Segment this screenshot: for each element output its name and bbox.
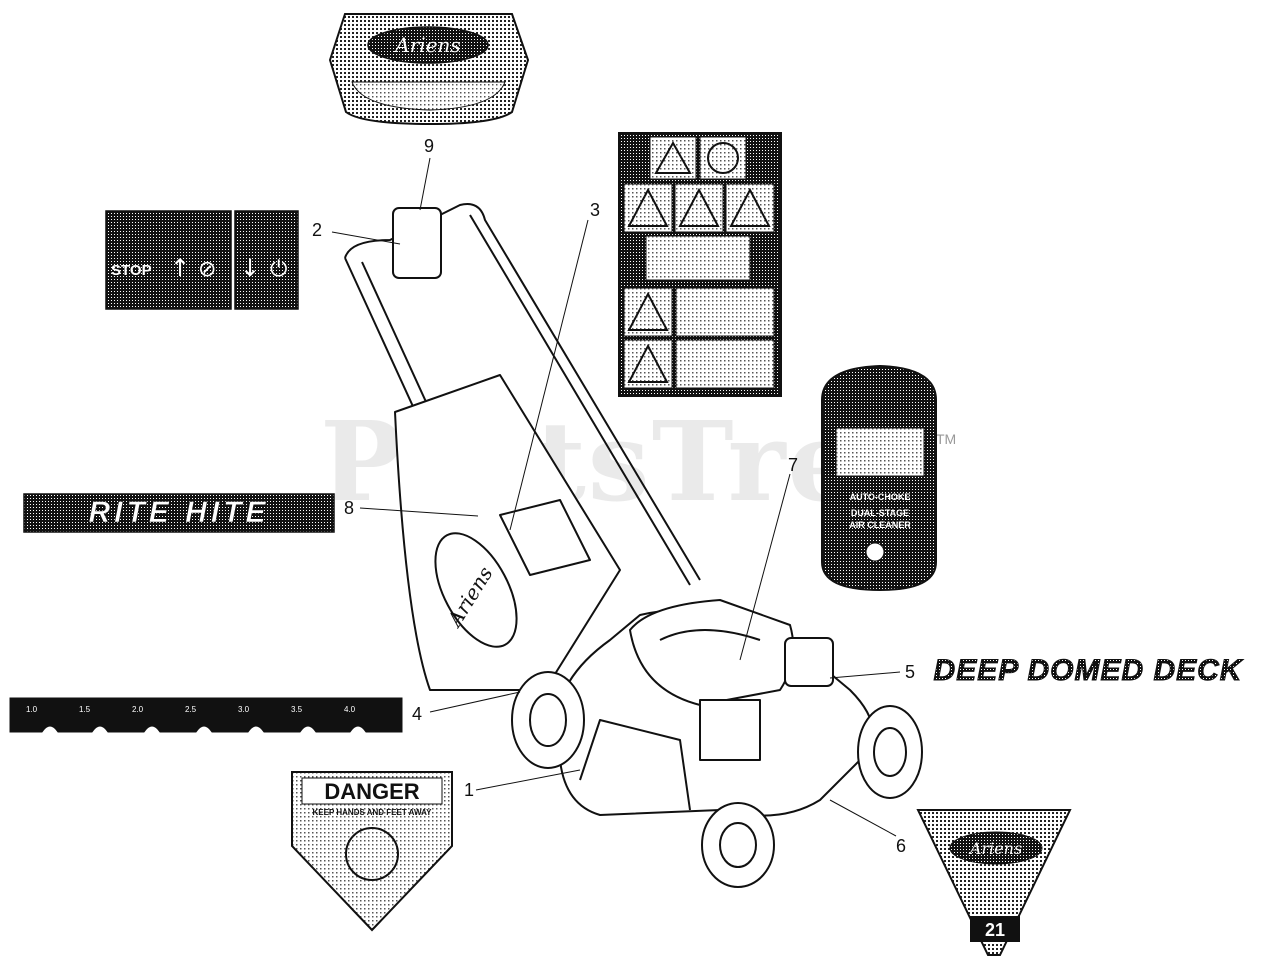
callout-6: 6 — [896, 836, 906, 856]
gear-icon — [865, 542, 885, 562]
callout-1: 1 — [464, 780, 474, 800]
badge-brand-text: Ariens — [968, 839, 1022, 858]
stop-label: STOP — [111, 262, 152, 279]
arrow-up-icon: ↑ — [170, 254, 190, 282]
engine-line1: AUTO-CHOKE — [850, 492, 911, 502]
callout-9: 9 — [424, 136, 434, 156]
bystander-icon — [627, 291, 669, 331]
callout-2: 2 — [312, 220, 322, 240]
engine-line2: DUAL-STAGE — [851, 508, 909, 518]
decal-danger[interactable]: DANGER KEEP HANDS AND FEET AWAY — [291, 771, 453, 932]
thrown-object-icon — [729, 187, 771, 227]
decal-rite-hite[interactable]: RITE HITE — [23, 493, 335, 533]
callout-8: 8 — [344, 498, 354, 518]
danger-title: DANGER — [324, 779, 419, 804]
hand-hazard-icon — [627, 187, 669, 227]
danger-subtitle: KEEP HANDS AND FEET AWAY — [313, 808, 433, 817]
arrow-down-icon: ↓ — [240, 254, 260, 282]
height-scale-label: 1.5 — [79, 705, 91, 714]
height-scale-label: 2.5 — [185, 705, 197, 714]
height-scale-label: 2.0 — [132, 705, 144, 714]
control-box — [392, 207, 442, 279]
logo-brand-text: Ariens — [393, 33, 460, 57]
foot-hazard-icon — [678, 187, 720, 227]
warning-triangle-icon — [654, 140, 692, 174]
badge-size-text: 21 — [985, 920, 1005, 940]
hand-hazard-icon — [345, 827, 399, 881]
height-scale-label: 1.0 — [26, 705, 38, 714]
height-scale-labels: 1.0 1.5 2.0 2.5 3.0 3.5 4.0 — [26, 705, 356, 714]
callout-7: 7 — [788, 455, 798, 475]
decal-deep-domed-deck[interactable]: DEEP DOMED DECK — [933, 654, 1244, 688]
watermark-trademark: TM — [936, 431, 956, 447]
engine-on-icon: ⏻ — [270, 257, 287, 282]
height-scale-label: 3.0 — [238, 705, 250, 714]
engine-off-icon: ⊘ — [198, 257, 216, 282]
gas-pump-icon — [707, 142, 739, 174]
callout-5: 5 — [905, 662, 915, 682]
decal-engine[interactable]: AUTO-CHOKE DUAL-STAGE AIR CLEANER — [821, 364, 937, 592]
slope-icon — [627, 343, 669, 383]
height-scale-label: 3.5 — [291, 705, 303, 714]
decal-size-badge[interactable]: Ariens 21 — [916, 809, 1072, 956]
callout-numbers: 1 2 3 4 5 6 7 8 9 — [312, 136, 915, 856]
engine-line3: AIR CLEANER — [849, 520, 911, 530]
callout-4: 4 — [412, 704, 422, 724]
decal-stop[interactable]: STOP ↑ ⊘ ↓ ⏻ — [105, 210, 299, 310]
deep-domed-deck-text: DEEP DOMED DECK — [934, 654, 1244, 687]
mower-illustration: Ariens — [344, 203, 923, 888]
decal-safety-warnings[interactable] — [618, 132, 782, 397]
rite-hite-text: RITE HITE — [88, 496, 269, 529]
leader-lines — [331, 157, 901, 837]
decal-logo-top[interactable]: Ariens — [328, 13, 530, 126]
callout-3: 3 — [590, 200, 600, 220]
height-scale-label: 4.0 — [344, 705, 356, 714]
decal-height-scale[interactable]: 1.0 1.5 2.0 2.5 3.0 3.5 4.0 — [9, 697, 403, 733]
